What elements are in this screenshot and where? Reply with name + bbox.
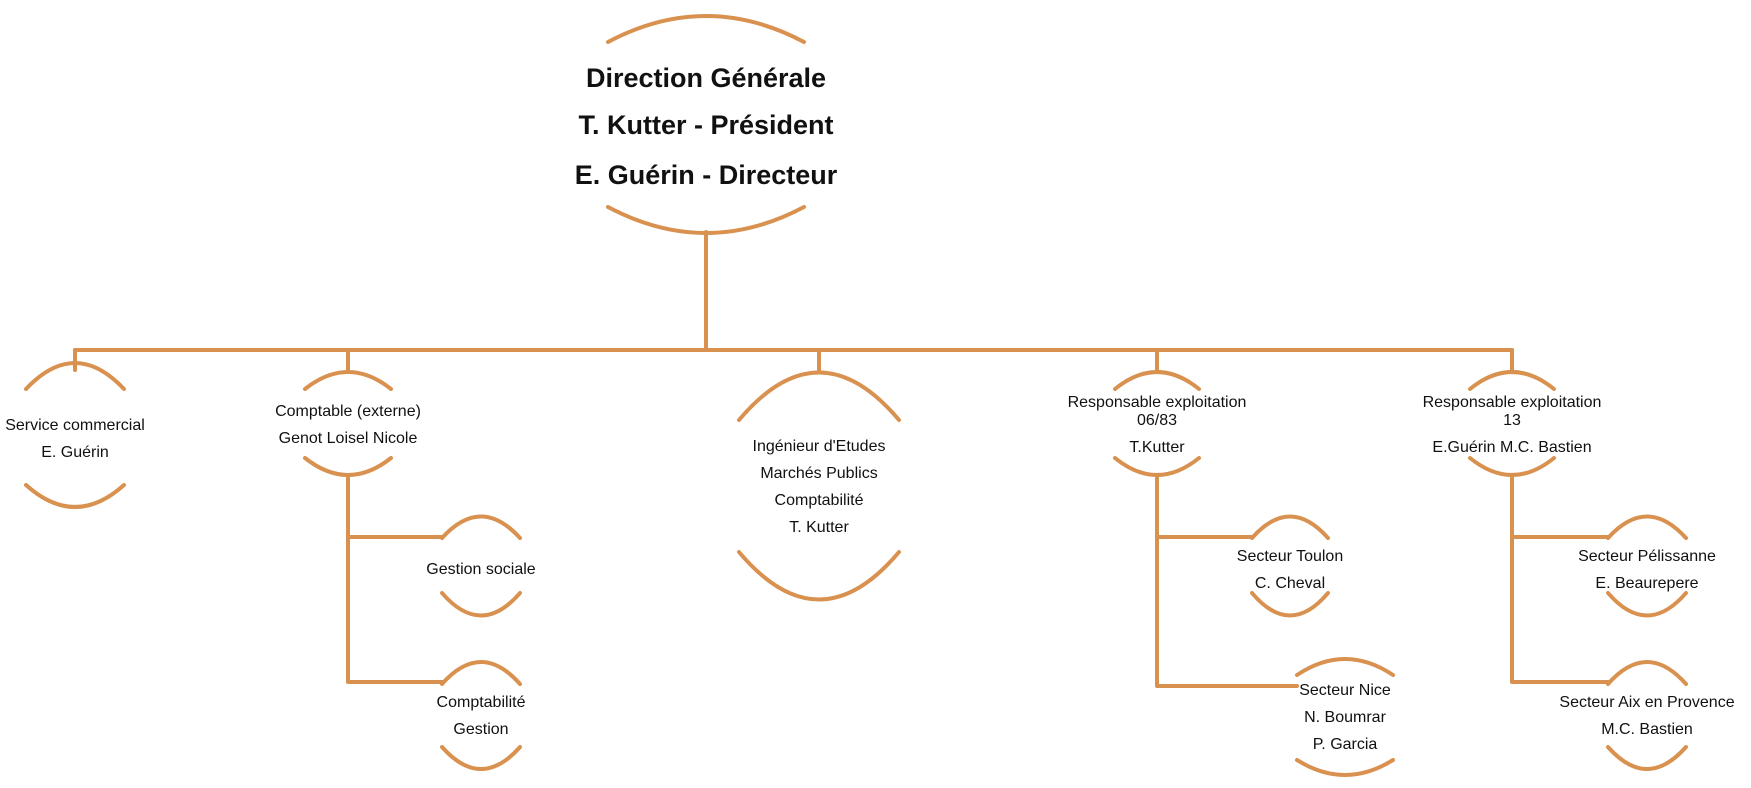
node-expl-13-title: Responsable exploitation: [1422, 394, 1602, 411]
node-aix: Secteur Aix en Provence M.C. Bastien: [1559, 689, 1734, 743]
node-expl-13-zone: 13: [1503, 412, 1521, 429]
node-ingenieur-line-3: Comptabilité: [774, 492, 864, 509]
node-comptable: Comptable (externe) Genot Loisel Nicole: [275, 398, 421, 452]
comptable-node-arcs: [303, 370, 393, 477]
node-pelissanne: Secteur Pélissanne E. Beaurepere: [1578, 543, 1716, 597]
node-arcs: [24, 14, 1688, 777]
node-nice-title: Secteur Nice: [1299, 682, 1391, 699]
commercial-node-arcs: [24, 361, 126, 509]
aix-node-arcs: [1606, 660, 1688, 771]
expl-13-node-arcs: [1468, 370, 1556, 477]
node-pelissanne-title: Secteur Pélissanne: [1578, 548, 1716, 565]
root-title: Direction Générale: [585, 63, 827, 93]
node-comptable-title: Comptable (externe): [275, 403, 421, 420]
node-expl-0683-person: T.Kutter: [1129, 439, 1185, 456]
node-compta-gestion-line-2: Gestion: [453, 721, 509, 738]
compta-gestion-node-arcs: [440, 660, 522, 771]
node-aix-title: Secteur Aix en Provence: [1559, 694, 1735, 711]
ingenieur-node-arcs: [737, 370, 901, 602]
root-node-arcs: [606, 14, 806, 235]
pelissanne-node-arcs: [1606, 514, 1688, 618]
node-commercial-person: E. Guérin: [41, 444, 109, 461]
node-ingenieur-line-2: Marchés Publics: [760, 465, 878, 482]
node-compta-gestion: Comptabilité Gestion: [437, 689, 526, 743]
node-aix-person: M.C. Bastien: [1601, 721, 1693, 738]
toulon-node-arcs: [1250, 514, 1330, 618]
branch-expl-13: [1510, 476, 1610, 684]
node-compta-gestion-line-1: Comptabilité: [436, 694, 526, 711]
node-pelissanne-person: E. Beaurepere: [1595, 575, 1699, 592]
branch-comptable: [346, 476, 444, 684]
root-president: T. Kutter - Président: [578, 110, 834, 140]
expl-0683-node-arcs: [1113, 370, 1201, 477]
node-nice: Secteur Nice N. Boumrar P. Garcia: [1299, 677, 1391, 758]
node-commercial-title: Service commercial: [5, 417, 145, 434]
root-node: Direction Générale T. Kutter - Président…: [575, 55, 838, 199]
branch-expl-0683: [1155, 476, 1299, 688]
nice-node-arcs: [1295, 657, 1395, 777]
node-nice-person-2: P. Garcia: [1312, 736, 1378, 753]
root-director: E. Guérin - Directeur: [574, 160, 838, 190]
gestion-sociale-node-arcs: [440, 514, 522, 618]
node-commercial: Service commercial E. Guérin: [5, 412, 145, 466]
node-ingenieur: Ingénieur d'Etudes Marchés Publics Compt…: [753, 433, 886, 541]
node-toulon-title: Secteur Toulon: [1236, 548, 1344, 565]
node-ingenieur-person: T. Kutter: [789, 519, 849, 536]
node-ingenieur-line-1: Ingénieur d'Etudes: [752, 438, 886, 455]
node-expl-0683: Responsable exploitation 06/83 T.Kutter: [1068, 389, 1247, 461]
connectors: [73, 230, 1610, 688]
node-gestion-sociale: Gestion sociale: [426, 556, 535, 583]
node-expl-0683-zone: 06/83: [1136, 412, 1178, 429]
node-nice-person-1: N. Boumrar: [1304, 709, 1386, 726]
node-toulon-person: C. Cheval: [1254, 575, 1326, 592]
node-gestion-sociale-title: Gestion sociale: [426, 561, 536, 578]
node-comptable-person: Genot Loisel Nicole: [278, 430, 418, 447]
node-expl-13-person: E.Guérin M.C. Bastien: [1432, 439, 1592, 456]
node-toulon: Secteur Toulon C. Cheval: [1237, 543, 1343, 597]
node-expl-13: Responsable exploitation 13 E.Guérin M.C…: [1423, 389, 1602, 461]
node-expl-0683-title: Responsable exploitation: [1067, 394, 1247, 411]
